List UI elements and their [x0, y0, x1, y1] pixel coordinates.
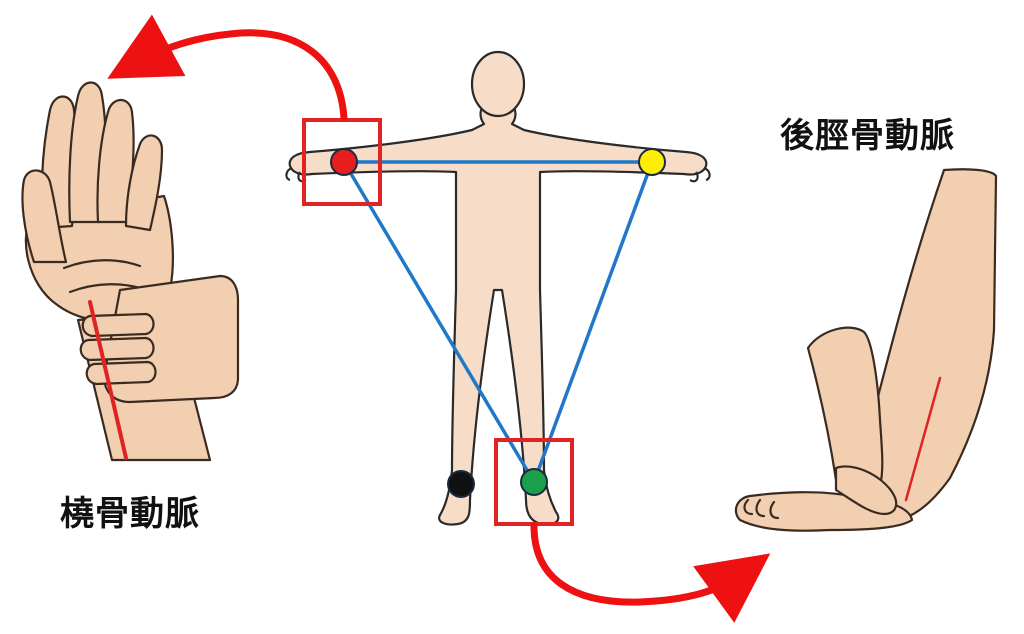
- body-silhouette: [288, 94, 708, 526]
- examiner-fingers: [834, 465, 898, 516]
- radial-artery-label: 橈骨動脈: [60, 494, 200, 534]
- examiner-finger-1: [81, 312, 155, 338]
- examiner-arm: [806, 326, 884, 488]
- sensor-right-leg: [447, 470, 475, 498]
- sensor-left-leg: [520, 468, 548, 496]
- lead-lines: [342, 160, 654, 484]
- posterior-tibial-artery-line: [904, 376, 942, 502]
- ankle-pulse-illustration: [734, 168, 998, 532]
- finger-little: [124, 134, 164, 232]
- examiner-finger-3: [85, 360, 157, 386]
- arrow-to-ankle: [530, 522, 771, 623]
- head: [470, 50, 526, 118]
- radial-artery-line: [88, 300, 128, 460]
- lead-line-right-arm-to-left-leg: [342, 160, 536, 484]
- thumb: [21, 169, 68, 264]
- arrow-to-wrist: [107, 14, 348, 122]
- examiner-finger-2: [79, 336, 155, 362]
- sensor-right-arm: [330, 148, 358, 176]
- posterior-tibial-artery-label: 後脛骨動脈: [780, 116, 955, 156]
- right-hand-fingers: [689, 166, 711, 183]
- lead-line-left-arm-to-left-leg: [532, 160, 654, 484]
- sensor-left-arm: [638, 148, 666, 176]
- toes: [743, 498, 780, 520]
- wrist-pulse-illustration: [21, 81, 240, 462]
- human-figure: [285, 50, 711, 526]
